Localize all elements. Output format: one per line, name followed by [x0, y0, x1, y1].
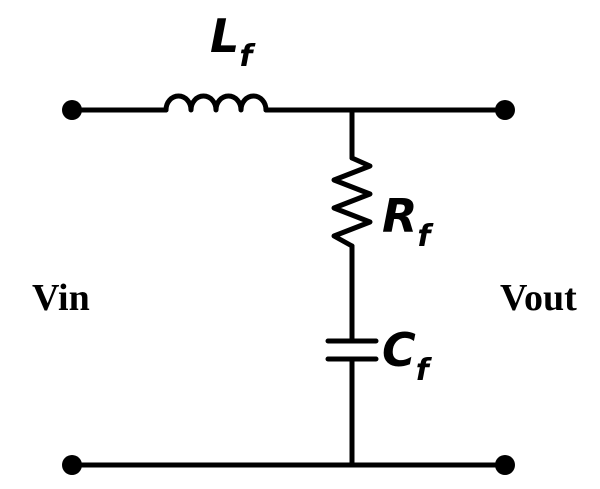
- resistor-label: Rf: [382, 189, 434, 254]
- resistor-zigzag: [331, 155, 373, 249]
- output-port-label: Vout: [500, 277, 577, 319]
- capacitor-label: Cf: [382, 323, 433, 388]
- output-bottom-terminal: [495, 455, 515, 475]
- output-top-terminal: [495, 100, 515, 120]
- inductor-coil: [163, 93, 269, 113]
- input-bottom-terminal: [62, 455, 82, 475]
- input-port-label: Vin: [32, 277, 90, 319]
- input-top-terminal: [62, 100, 82, 120]
- inductor-label: Lf: [210, 9, 256, 74]
